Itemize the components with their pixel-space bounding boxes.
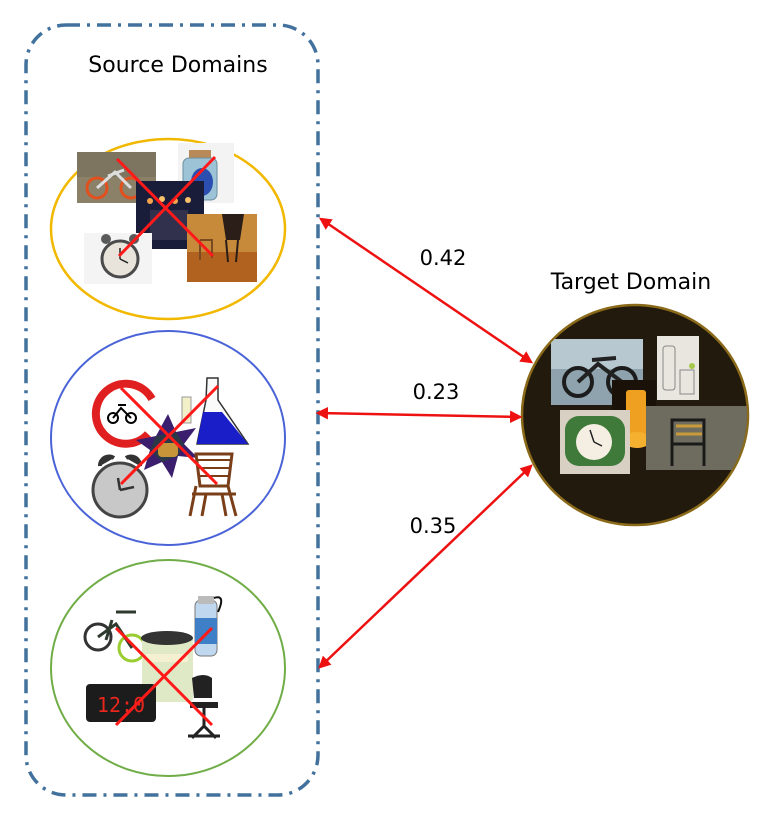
exclusion-cross — [114, 626, 214, 727]
no-bicycle-sign-image — [91, 379, 156, 448]
digital-clock-image: 12:0 — [86, 684, 156, 722]
source-domain-2 — [50, 330, 286, 546]
source-domain-1 — [49, 137, 287, 321]
link-3: 0.35 — [318, 464, 533, 669]
link-1-arrow — [318, 217, 534, 364]
green-alarm-clock-image — [560, 410, 630, 474]
chair-image — [646, 406, 747, 470]
target-domain-title: Target Domain — [550, 270, 711, 295]
link-2-weight: 0.23 — [413, 380, 460, 404]
source-domains-title: Source Domains — [88, 53, 267, 78]
link-2: 0.23 — [315, 380, 523, 424]
link-1: 0.42 — [318, 217, 534, 364]
bottle-and-glass-image — [657, 336, 699, 400]
exclusion-cross — [115, 155, 217, 258]
folding-chair-image — [188, 452, 238, 517]
alarm-clock-image — [84, 233, 152, 284]
cake-star-image — [136, 414, 198, 478]
target-domain — [520, 303, 750, 527]
source-domains-panel — [24, 23, 320, 797]
link-3-arrow — [318, 464, 533, 669]
water-bottle-image — [194, 596, 223, 657]
exclusion-cross — [119, 384, 220, 486]
chair-scene-image — [187, 214, 257, 282]
link-2-arrow — [315, 406, 523, 424]
link-3-weight: 0.35 — [410, 514, 457, 538]
source-domain-3: 12:0 — [50, 559, 286, 777]
link-1-weight: 0.42 — [420, 246, 467, 270]
